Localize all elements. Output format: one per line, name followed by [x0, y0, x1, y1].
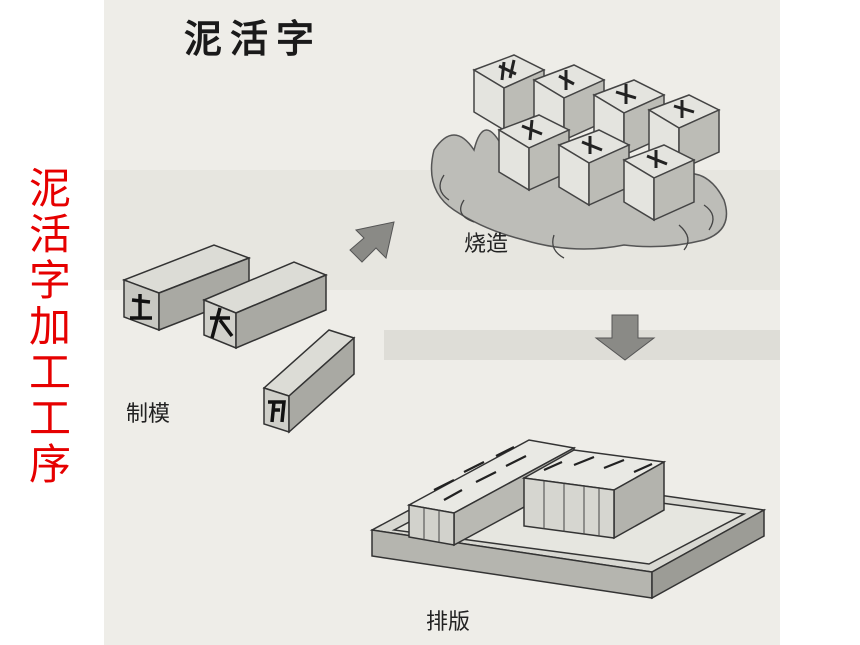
- stage-label-mold: 制模: [126, 402, 171, 427]
- illustration-artwork: [104, 0, 780, 645]
- arrow-to-typeset: [594, 314, 656, 361]
- typeset-stage-artwork: [369, 439, 767, 600]
- illustration-title: 泥活字: [184, 17, 323, 61]
- movable-type-illustration: 泥活字 烧造 制模 排版: [104, 0, 780, 645]
- stage-label-typeset: 排版: [426, 610, 471, 635]
- fire-stage-artwork: [430, 54, 728, 259]
- side-caption: 泥活字加工工序: [28, 164, 71, 489]
- stage-label-fire: 烧造: [464, 232, 509, 257]
- arrow-to-fire: [349, 221, 395, 263]
- mold-stage-artwork: [121, 244, 356, 434]
